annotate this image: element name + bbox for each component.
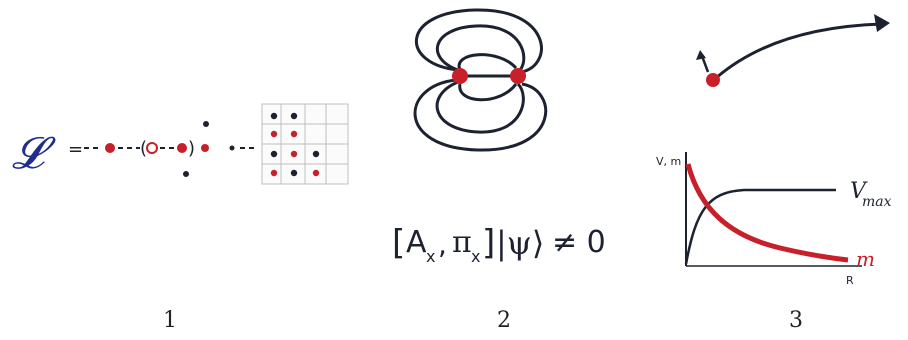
panel-1-lagrangian: 𝓛 = ( ) — [12, 103, 349, 185]
equals-sign: = — [68, 139, 83, 160]
grid-dot — [290, 169, 298, 177]
field-line-inner — [457, 53, 518, 102]
trajectory-arrowhead — [874, 14, 890, 32]
charge-left — [452, 68, 468, 84]
particle-small-arrow — [700, 55, 710, 73]
state-ket: |ψ⟩ — [496, 224, 544, 262]
not-equal-zero: ≠ 0 — [552, 225, 606, 260]
loop-circle — [146, 142, 158, 154]
commutator-formula: [ A x , π x ] |ψ⟩ ≠ 0 — [392, 223, 606, 266]
panel-number-3: 3 — [789, 308, 803, 333]
x-axis-label: R — [846, 274, 854, 287]
grid-dot — [290, 130, 298, 138]
grid-dot — [312, 169, 320, 177]
field-line-outer — [413, 8, 548, 152]
particle-small-arrowhead — [696, 50, 706, 60]
bracket-open: [ — [392, 223, 405, 263]
grid-dot — [270, 130, 278, 138]
charge-right — [510, 68, 526, 84]
panel-3: V, m V max m R — [656, 14, 892, 287]
grid-dot — [270, 150, 278, 158]
mass-curve — [685, 163, 849, 263]
bracket-close: ] — [482, 223, 495, 263]
panel-number-1: 1 — [163, 308, 177, 333]
particle — [706, 73, 720, 87]
grid-dot — [270, 112, 278, 120]
y-axis-label: V, m — [656, 155, 681, 168]
trajectory-curve — [715, 22, 883, 80]
operator-pi: π — [452, 225, 472, 260]
red-vertex-2 — [177, 143, 187, 153]
dot-matrix-grid — [261, 103, 349, 185]
lagrangian-symbol: 𝓛 — [12, 128, 56, 179]
panel-2-flux-tube: [ A x , π x ] |ψ⟩ ≠ 0 — [392, 8, 606, 266]
red-vertex-1 — [105, 143, 115, 153]
grid-dot — [290, 150, 298, 158]
red-vertex-3 — [201, 144, 209, 152]
grid-dot — [312, 150, 320, 158]
mass-label: m — [856, 247, 875, 271]
loop-paren-close: ) — [188, 138, 195, 159]
black-dot-bottom — [183, 171, 189, 177]
field-line-middle — [435, 24, 526, 134]
panel-number-2: 2 — [497, 308, 511, 333]
velocity-mass-graph: V, m V max m R — [656, 152, 892, 287]
grid-dot — [290, 112, 298, 120]
vmax-subscript: max — [862, 194, 892, 210]
black-dot-mid — [229, 145, 235, 151]
operator-pi-subscript: x — [471, 247, 480, 266]
black-dot-top — [203, 121, 209, 127]
vmax-label: V — [850, 179, 868, 204]
loop-paren-open: ( — [140, 138, 147, 159]
operator-A-subscript: x — [426, 247, 435, 266]
operator-A: A — [406, 225, 427, 260]
comma: , — [438, 228, 447, 261]
grid-dot — [270, 169, 278, 177]
